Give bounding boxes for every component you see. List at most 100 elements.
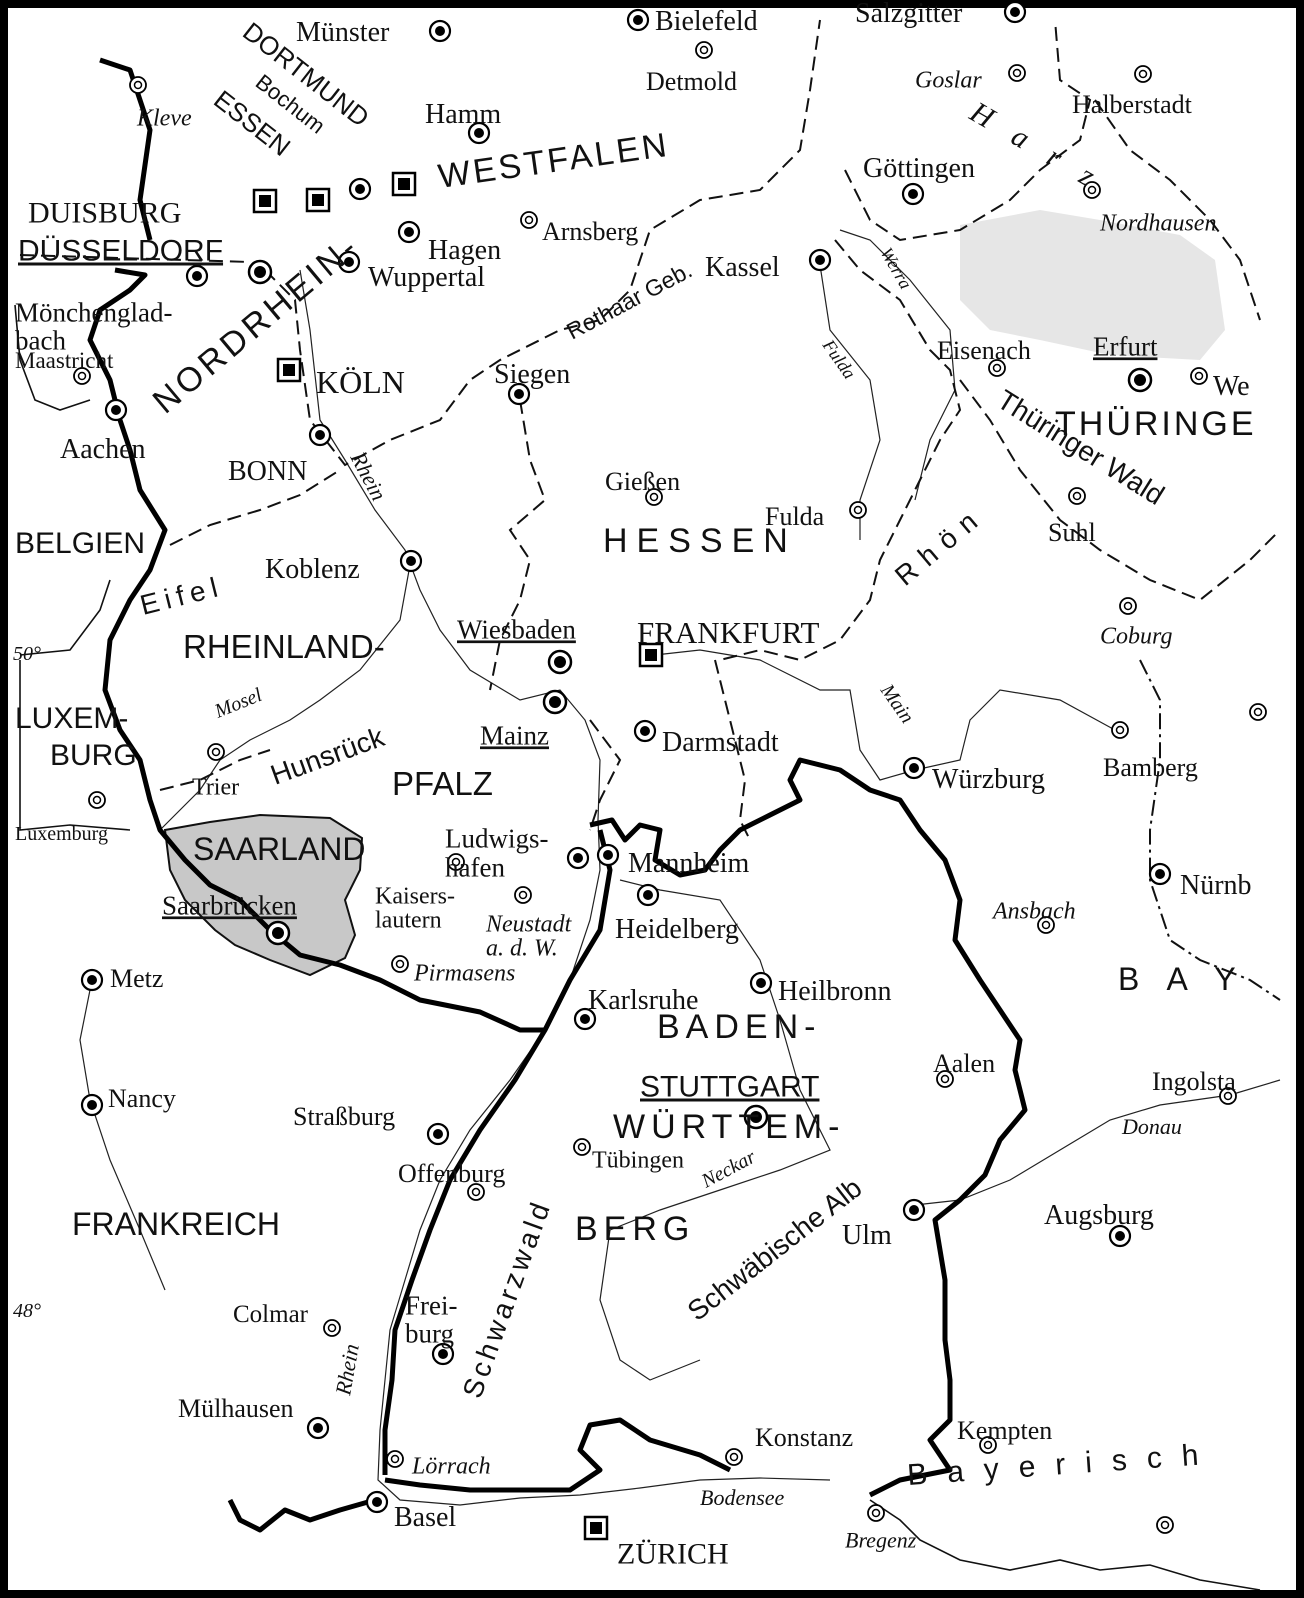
city-label-goslar: Goslar [915, 67, 982, 93]
city-label-salzgitter: Salzgitter [855, 0, 963, 29]
bochum-dot-marker-icon [348, 177, 372, 201]
city-label-ludwigs-line-1: hafen [445, 852, 505, 882]
bonn-marker-icon [308, 423, 332, 447]
region-label-frankreich: FRANKREICH [72, 1206, 280, 1242]
city-label-eisenach: Eisenach [937, 336, 1031, 365]
river-label-werra-4: Werra [877, 244, 916, 292]
city-label-hagen: Hagen [428, 235, 501, 266]
city-label-maastricht: Maastricht [15, 348, 114, 373]
city-label-pirmasens: Pirmasens [413, 960, 515, 986]
aachen-marker-icon [104, 398, 128, 422]
river-label-mosel-1: Mosel [211, 684, 266, 723]
wuppertal-marker-icon [337, 250, 361, 274]
frankfurt-marker-icon [638, 642, 664, 668]
city-label-ansbach: Ansbach [991, 898, 1076, 924]
city-label-bonn: BONN [228, 456, 307, 487]
salzgitter-marker-icon [1003, 0, 1027, 24]
city-label-suhl: Suhl [1048, 518, 1096, 547]
city-label-aachen: Aachen [60, 434, 146, 465]
gießen-marker-icon [645, 488, 663, 506]
münster-marker-icon [428, 19, 452, 43]
city-label-tübingen: Tübingen [592, 1147, 684, 1173]
city-label-bielefeld: Bielefeld [655, 6, 758, 37]
region-label-baden: BADEN- [657, 1008, 821, 1046]
river-label-rhein-7: Rhein [330, 1342, 364, 1398]
region-label-luxem: LUXEM- [15, 702, 128, 735]
city-label-gießen: Gießen [605, 467, 680, 496]
essen-sq-marker-icon [305, 187, 331, 213]
düsseldorf-marker-icon [247, 259, 273, 285]
bielefeld-marker-icon [626, 8, 650, 32]
city-label-neustadt-line-0: Neustadt [485, 911, 573, 937]
city-label-mülhausen: Mülhausen [178, 1394, 294, 1423]
nordhausen-marker-icon [1083, 181, 1101, 199]
city-label-halberstadt: Halberstadt [1072, 90, 1193, 119]
state-borders [19, 19, 1281, 841]
city-label-neustadt-line-1: a. d. W. [486, 935, 558, 961]
region-label-württem: WÜRTTEM- [613, 1108, 845, 1146]
trier-marker-icon [207, 743, 225, 761]
aalen-marker-icon [936, 1070, 954, 1088]
river-neckar [599, 879, 831, 1381]
duisburg-marker-icon [252, 188, 278, 214]
capital-label-düsseldorf: DÜSSELDORF [18, 235, 223, 268]
nürnb-marker-icon [1148, 862, 1172, 886]
river-label-main-2: Main [875, 679, 918, 727]
karlsruhe-marker-icon [573, 1007, 597, 1031]
city-label-mönchenglad-line-1: bach [15, 325, 66, 355]
maastricht-marker-icon [73, 367, 91, 385]
heidelberg-marker-icon [636, 883, 660, 907]
colmar-marker-icon [323, 1319, 341, 1337]
darmstadt-marker-icon [633, 719, 657, 743]
city-label-köln: KÖLN [316, 364, 405, 400]
feature-label-50: 50° [13, 643, 41, 665]
fulda-marker-icon [849, 501, 867, 519]
city-label-heilbronn: Heilbronn [778, 976, 892, 1007]
capital-label-stuttgart: STUTTGART [640, 1071, 819, 1104]
hamm-marker-icon [467, 121, 491, 145]
erfurt-marker-icon [1127, 367, 1153, 393]
saarland-shading [163, 813, 364, 977]
region-label-burg: BURG [50, 739, 137, 772]
ulm-marker-icon [902, 1198, 926, 1222]
capital-label-saarbrücken: Saarbrücken [162, 890, 297, 920]
kassel-marker-icon [808, 248, 832, 272]
dortmund-sq-marker-icon [391, 171, 417, 197]
city-label-heidelberg: Heidelberg [615, 914, 739, 945]
city-label-frei-line-0: Frei- [405, 1290, 457, 1320]
city-label-aalen: Aalen [933, 1049, 995, 1078]
city-label-darmstadt: Darmstadt [662, 727, 779, 758]
national-borders [14, 57, 1281, 1591]
ingolsta-marker-icon [1219, 1087, 1237, 1105]
neustadt-ring-marker-icon [514, 886, 532, 904]
feature-label-eifel: Eifel [137, 570, 226, 621]
feature-label-hunsrück: Hunsrück [266, 721, 389, 791]
kempten-marker-icon [979, 1436, 997, 1454]
river-mosel-fr [79, 979, 166, 1291]
city-label-kleve: Kleve [136, 105, 192, 131]
city-label-nancy: Nancy [108, 1084, 176, 1113]
city-label-coburg: Coburg [1100, 623, 1172, 649]
region-label-saarland: SAARLAND [193, 831, 366, 867]
ludwigshafen-dot-marker-icon [566, 846, 590, 870]
city-label-koblenz: Koblenz [265, 554, 360, 585]
city-label-würzburg: Würzburg [932, 764, 1045, 795]
eisenach-marker-icon [988, 359, 1006, 377]
e-ring-marker-icon [1249, 703, 1267, 721]
mülhausen-marker-icon [306, 1416, 330, 1440]
feature-label-bayerisch: Bayerisch [906, 1437, 1219, 1492]
river-mosel [159, 564, 411, 831]
goslar-marker-icon [1008, 64, 1026, 82]
göttingen-marker-icon [901, 182, 925, 206]
zürich-marker-icon [583, 1515, 609, 1541]
detmold-marker-icon [695, 41, 713, 59]
city-label-ulm: Ulm [842, 1220, 892, 1251]
hagen-marker-icon [397, 220, 421, 244]
city-label-kassel: Kassel [705, 252, 780, 283]
city-label-nürnb: Nürnb [1180, 870, 1252, 901]
koblenz-marker-icon [399, 549, 423, 573]
offenburg-marker-icon [467, 1183, 485, 1201]
thuringia-shading [960, 210, 1225, 360]
konstanz-marker-icon [725, 1448, 743, 1466]
city-label-kaisers-line-1: lautern [375, 907, 442, 933]
